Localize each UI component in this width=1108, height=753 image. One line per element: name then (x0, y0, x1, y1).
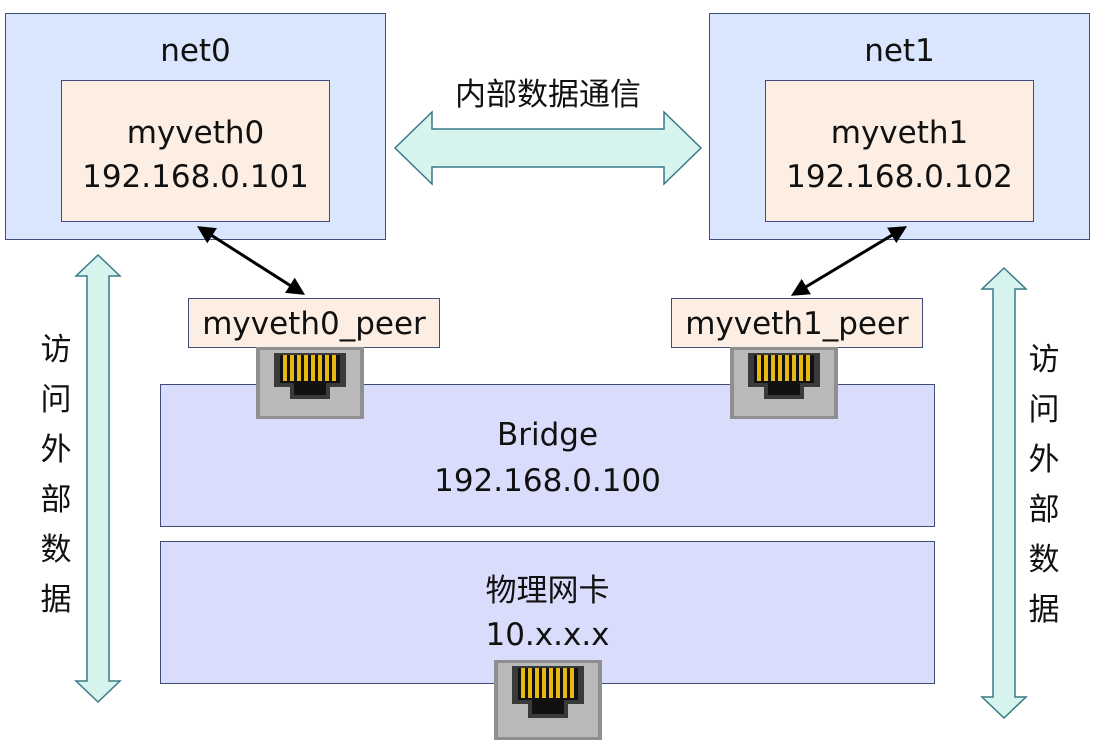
nic-ip: 10.x.x.x (485, 617, 610, 653)
bridge-name: Bridge (496, 417, 599, 453)
myveth0-peer-label: myveth0_peer (202, 306, 426, 342)
bridge-ip: 192.168.0.100 (434, 463, 661, 499)
internal-communication-label: 内部数据通信 (455, 77, 641, 113)
myveth0-box (61, 80, 330, 222)
right-label-char: 外 (1028, 442, 1060, 478)
ethernet-port-icon (494, 660, 602, 740)
right-label-char: 数 (1028, 542, 1060, 578)
right-external-double-arrow (980, 266, 1028, 720)
right-label-char: 问 (1028, 392, 1060, 428)
left-label-char: 据 (40, 582, 72, 618)
right-label-char: 访 (1028, 342, 1060, 378)
myveth0-name: myveth0 (126, 115, 265, 151)
right-label-char: 部 (1028, 492, 1060, 528)
right-label-char: 据 (1028, 592, 1060, 628)
myveth1-name: myveth1 (830, 115, 969, 151)
left-external-double-arrow (74, 253, 122, 704)
nic-name: 物理网卡 (485, 573, 610, 609)
net1-title: net1 (864, 33, 935, 69)
left-label-char: 访 (40, 332, 72, 368)
left-external-label: 访 问 外 部 数 据 (36, 335, 76, 635)
internal-double-arrow (393, 110, 703, 186)
left-label-char: 问 (40, 382, 72, 418)
myveth1-link-arrow (790, 226, 908, 296)
myveth0-peer-box (188, 298, 440, 348)
left-label-char: 部 (40, 482, 72, 518)
net0-title: net0 (160, 33, 231, 69)
ethernet-port-icon (730, 347, 838, 419)
myveth1-peer-box (671, 298, 923, 348)
myveth0-link-arrow (196, 226, 306, 295)
myveth1-peer-label: myveth1_peer (685, 306, 909, 342)
myveth1-box (765, 80, 1034, 222)
myveth1-ip: 192.168.0.102 (786, 159, 1013, 195)
right-external-label: 访 问 外 部 数 据 (1024, 345, 1064, 645)
left-label-char: 数 (40, 532, 72, 568)
myveth0-ip: 192.168.0.101 (82, 159, 309, 195)
ethernet-port-icon (256, 347, 364, 419)
left-label-char: 外 (40, 432, 72, 468)
